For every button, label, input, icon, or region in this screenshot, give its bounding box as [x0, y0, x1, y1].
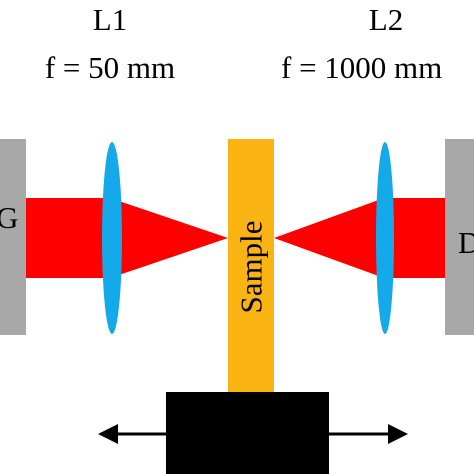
lens2 — [376, 142, 394, 334]
lens1-name: L1 — [93, 2, 127, 37]
beam-diverging-cone — [274, 198, 384, 278]
beam-collimated-left — [26, 198, 112, 278]
sample-label: Sample — [234, 221, 269, 314]
stage-label: Stage — [214, 416, 283, 451]
source-label: G — [0, 200, 18, 235]
detector-label: D — [458, 225, 474, 260]
lens1-focal-length: f = 50 mm — [45, 50, 175, 85]
lens1 — [102, 142, 122, 334]
sample-slab — [228, 139, 274, 392]
lens2-name: L2 — [369, 2, 403, 37]
beam-converging-cone — [110, 198, 228, 278]
stage-arrow-left-head — [98, 424, 118, 444]
source-plate — [0, 139, 26, 335]
stage-block — [166, 392, 329, 474]
beam-collimated-right — [384, 198, 445, 278]
detector-plate — [445, 139, 474, 335]
lens2-focal-length: f = 1000 mm — [281, 50, 442, 85]
stage-arrow-right-head — [388, 424, 408, 444]
